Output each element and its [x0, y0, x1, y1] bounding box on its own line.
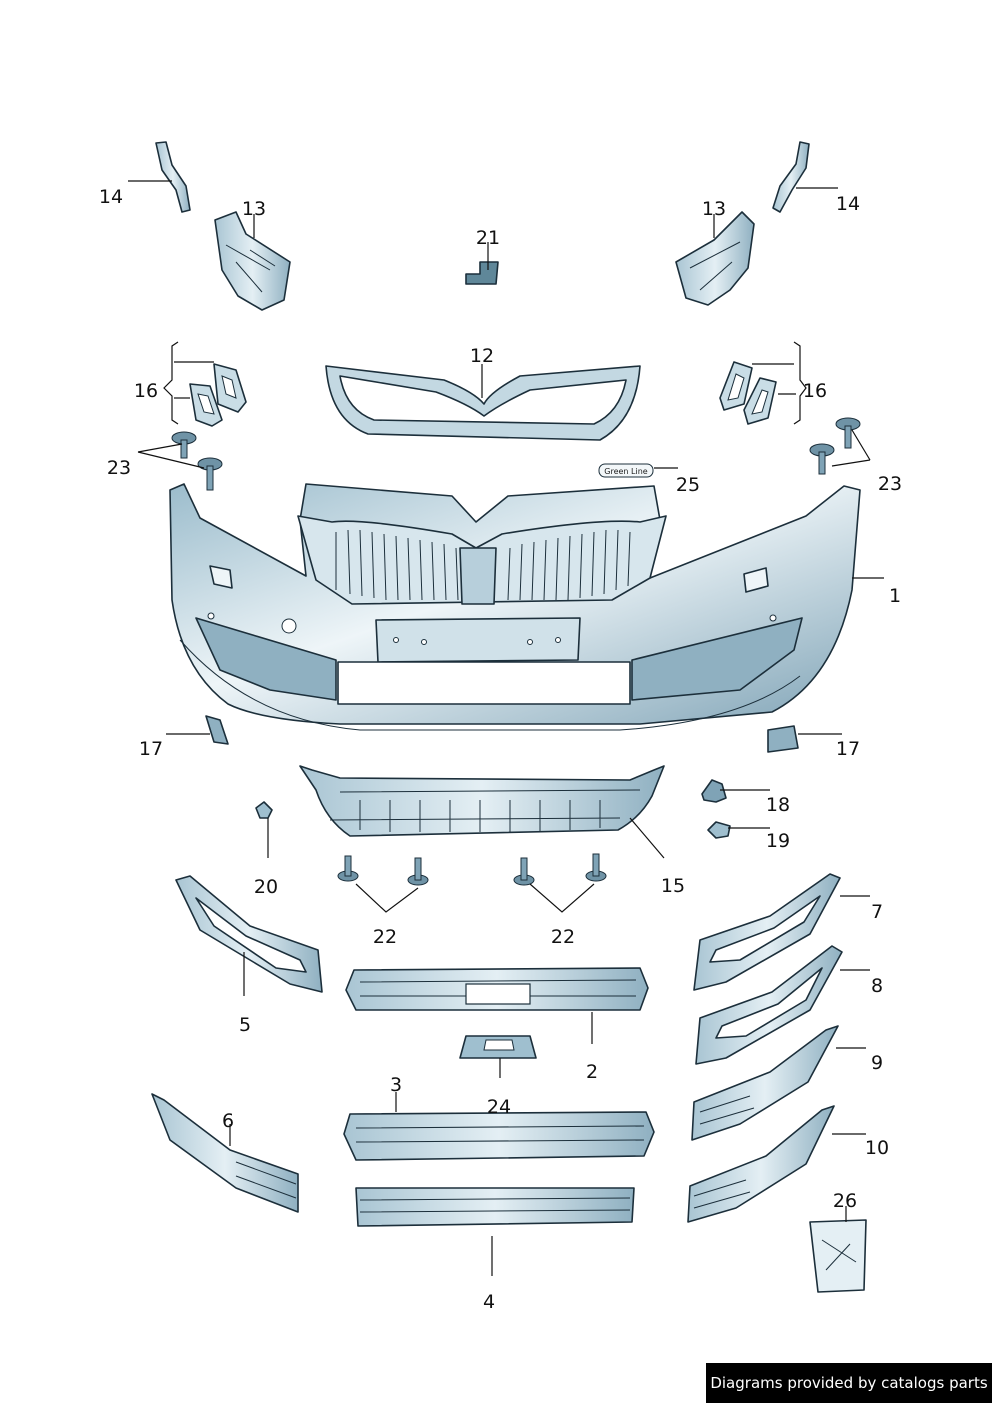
part-25-badge	[598, 463, 654, 478]
callout-1: 1	[889, 585, 901, 607]
callout-13-left: 13	[242, 198, 266, 220]
callout-2: 2	[586, 1061, 598, 1083]
callout-15: 15	[661, 875, 685, 897]
part-8-right-trim	[695, 945, 843, 1065]
credit-banner: Diagrams provided by catalogs parts	[706, 1363, 992, 1403]
callout-labels: 14 14 13 13 21 12 16 16 23 23 25 1 17 17…	[99, 186, 902, 1313]
callout-23-left: 23	[107, 457, 131, 479]
part-23-right-screws	[809, 417, 861, 475]
callout-6: 6	[222, 1110, 234, 1132]
callout-3: 3	[390, 1074, 402, 1096]
callout-16-right: 16	[803, 380, 827, 402]
part-18-clip	[701, 779, 727, 803]
callout-14-right: 14	[836, 193, 860, 215]
part-21-clip	[465, 261, 499, 285]
callout-21: 21	[476, 227, 500, 249]
callout-17-left: 17	[139, 738, 163, 760]
callout-8: 8	[871, 975, 883, 997]
callout-16-left: 16	[134, 380, 158, 402]
part-26-bag	[809, 1219, 867, 1293]
callout-23-right: 23	[878, 473, 902, 495]
leader-lines	[128, 180, 884, 1276]
part-3-lower-grille	[343, 1111, 655, 1161]
callout-7: 7	[871, 901, 883, 923]
callout-24: 24	[487, 1096, 511, 1118]
part-19-clip	[707, 821, 731, 839]
part-23-left-screws	[171, 431, 223, 491]
callout-14-left: 14	[99, 186, 123, 208]
part-22-screws	[337, 853, 607, 886]
part-14-right-bracket	[772, 141, 810, 213]
part-15-lower-spoiler	[299, 765, 665, 837]
callout-20: 20	[254, 876, 278, 898]
callout-19: 19	[766, 830, 790, 852]
callout-25: 25	[676, 474, 700, 496]
part-1-lower-opening	[337, 661, 631, 705]
callout-9: 9	[871, 1052, 883, 1074]
callout-5: 5	[239, 1014, 251, 1036]
part-13-right-support	[675, 211, 755, 306]
part-17-right-cover	[767, 725, 799, 753]
part-10-right-trim	[687, 1105, 835, 1223]
part-7-right-trim	[693, 873, 841, 991]
callout-26: 26	[833, 1190, 857, 1212]
part-13-left-support	[214, 211, 291, 311]
part-1-plate-area	[375, 617, 581, 663]
part-4-lower-strip	[355, 1187, 635, 1227]
callout-18: 18	[766, 794, 790, 816]
part-5-left-trim	[175, 875, 323, 993]
callout-22-left: 22	[373, 926, 397, 948]
part-9-right-trim	[691, 1025, 839, 1141]
callout-22-right: 22	[551, 926, 575, 948]
badge-text: Green Line	[604, 467, 648, 476]
part-6-left-trim	[151, 1093, 299, 1213]
part-20-plug	[255, 801, 273, 819]
callout-17-right: 17	[836, 738, 860, 760]
callout-4: 4	[483, 1291, 495, 1313]
callout-10: 10	[865, 1137, 889, 1159]
part-17-left-cover	[205, 715, 229, 745]
part-2-emblem-slot	[465, 983, 531, 1005]
part-14-left-bracket	[155, 141, 191, 213]
part-12-grille-frame	[325, 365, 641, 441]
callout-13-right: 13	[702, 198, 726, 220]
callout-12: 12	[470, 345, 494, 367]
